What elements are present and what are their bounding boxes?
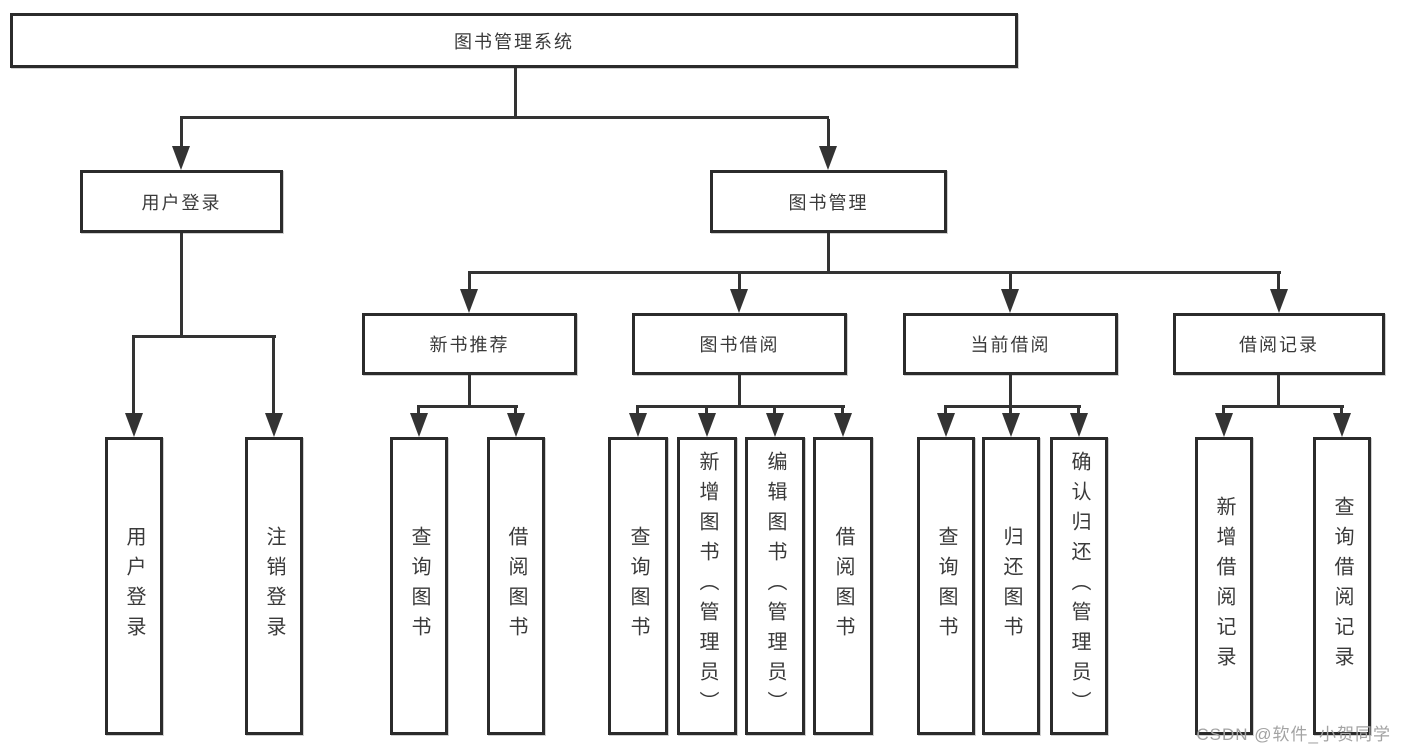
connector-leaf-drop (514, 408, 517, 414)
connector-current-borrowing-bus (944, 405, 1081, 408)
connector-section-drop (468, 274, 471, 289)
connector-current-borrowing-stem (1009, 375, 1012, 406)
arrow-down-icon (730, 289, 748, 313)
node-book-management-label: 图书管理 (788, 192, 869, 213)
leaf-user-login-label: 用户登录 (123, 526, 145, 646)
leaf-cb-query-books-label: 查询图书 (935, 526, 957, 646)
connector-leaf-drop (1340, 408, 1343, 414)
arrow-down-icon (1070, 413, 1088, 437)
node-current-borrowing-label: 当前借阅 (970, 335, 1051, 355)
connector-borrowing-records-stem (1277, 375, 1280, 406)
connector-leaf-drop (1077, 408, 1080, 414)
node-borrowing-records-label: 借阅记录 (1239, 335, 1319, 355)
node-user-login: 用户登录 (80, 170, 283, 233)
connector-book-management-stem (827, 233, 830, 272)
node-root: 图书管理系统 (10, 13, 1018, 68)
leaf-bb-edit-books-admin-label: 编辑图书（管理员） (764, 451, 786, 721)
connector-section-drop (738, 274, 741, 289)
connector-leaf-drop (636, 408, 639, 414)
arrow-down-icon (766, 413, 784, 437)
csdn-watermark: CSDN @软件_小贺同学 (1196, 725, 1391, 744)
connector-level2-bus (180, 116, 829, 119)
node-new-book-recommendation: 新书推荐 (362, 313, 577, 375)
connector-leaf-drop (944, 408, 947, 414)
node-user-login-label: 用户登录 (141, 192, 222, 213)
arrow-down-icon (1333, 413, 1351, 437)
connector-book-borrowing-stem (738, 375, 741, 406)
leaf-bb-add-books-admin: 新增图书（管理员） (677, 437, 737, 735)
leaf-cb-query-books: 查询图书 (917, 437, 975, 735)
arrow-down-icon (172, 146, 190, 170)
node-book-management: 图书管理 (710, 170, 947, 233)
leaf-bb-borrow-books-label: 借阅图书 (832, 526, 854, 646)
arrow-down-icon (1001, 289, 1019, 313)
leaf-logout-label: 注销登录 (263, 526, 285, 646)
leaf-bb-add-books-admin-label: 新增图书（管理员） (696, 451, 718, 721)
connector-new-book-stem (468, 375, 471, 406)
node-book-borrowing-label: 图书借阅 (699, 335, 780, 355)
connector-leaf-drop (841, 408, 844, 414)
arrow-down-icon (410, 413, 428, 437)
node-borrowing-records: 借阅记录 (1173, 313, 1385, 375)
leaf-bb-edit-books-admin: 编辑图书（管理员） (745, 437, 805, 735)
arrow-down-icon (1270, 289, 1288, 313)
connector-level3-bus (468, 271, 1281, 274)
connector-leaf-drop (773, 408, 776, 414)
node-root-label: 图书管理系统 (454, 31, 574, 52)
connector-leaf-drop (705, 408, 708, 414)
arrow-down-icon (937, 413, 955, 437)
node-book-borrowing: 图书借阅 (632, 313, 847, 375)
leaf-user-login: 用户登录 (105, 437, 163, 735)
arrow-down-icon (507, 413, 525, 437)
arrow-down-icon (629, 413, 647, 437)
leaf-bb-query-books: 查询图书 (608, 437, 668, 735)
connector-new-book-bus (417, 405, 518, 408)
leaf-bb-query-books-label: 查询图书 (627, 526, 649, 646)
arrow-down-icon (1002, 413, 1020, 437)
leaf-br-query-record-label: 查询借阅记录 (1331, 496, 1353, 676)
connector-leaf-drop (1222, 408, 1225, 414)
leaf-cb-confirm-return-admin-label: 确认归还（管理员） (1068, 451, 1090, 721)
connector-user-login-stem (180, 233, 183, 336)
connector-borrowing-records-bus (1222, 405, 1344, 408)
leaf-bb-borrow-books: 借阅图书 (813, 437, 873, 735)
leaf-br-add-record-label: 新增借阅记录 (1213, 496, 1235, 676)
node-new-book-recommendation-label: 新书推荐 (429, 335, 510, 355)
connector-leaf-drop (132, 338, 135, 413)
connector-section-drop (1277, 274, 1280, 289)
leaf-logout: 注销登录 (245, 437, 303, 735)
leaf-nb-query-books: 查询图书 (390, 437, 448, 735)
connector-user-login-drop (180, 119, 183, 146)
leaf-cb-confirm-return-admin: 确认归还（管理员） (1050, 437, 1108, 735)
arrow-down-icon (125, 413, 143, 437)
connector-user-login-bus (132, 335, 276, 338)
arrow-down-icon (265, 413, 283, 437)
arrow-down-icon (698, 413, 716, 437)
leaf-nb-borrow-books-label: 借阅图书 (505, 526, 527, 646)
connector-book-management-drop (827, 119, 830, 146)
arrow-down-icon (819, 146, 837, 170)
leaf-nb-borrow-books: 借阅图书 (487, 437, 545, 735)
arrow-down-icon (834, 413, 852, 437)
connector-leaf-drop (417, 408, 420, 414)
arrow-down-icon (1215, 413, 1233, 437)
leaf-br-add-record: 新增借阅记录 (1195, 437, 1253, 735)
leaf-br-query-record: 查询借阅记录 (1313, 437, 1371, 735)
node-current-borrowing: 当前借阅 (903, 313, 1118, 375)
leaf-cb-return-books-label: 归还图书 (1000, 526, 1022, 646)
arrow-down-icon (460, 289, 478, 313)
connector-leaf-drop (1009, 408, 1012, 414)
connector-leaf-drop (272, 338, 275, 413)
leaf-nb-query-books-label: 查询图书 (408, 526, 430, 646)
connector-root-stem (514, 68, 517, 118)
connector-book-borrowing-bus (636, 405, 845, 408)
leaf-cb-return-books: 归还图书 (982, 437, 1040, 735)
connector-section-drop (1009, 274, 1012, 289)
